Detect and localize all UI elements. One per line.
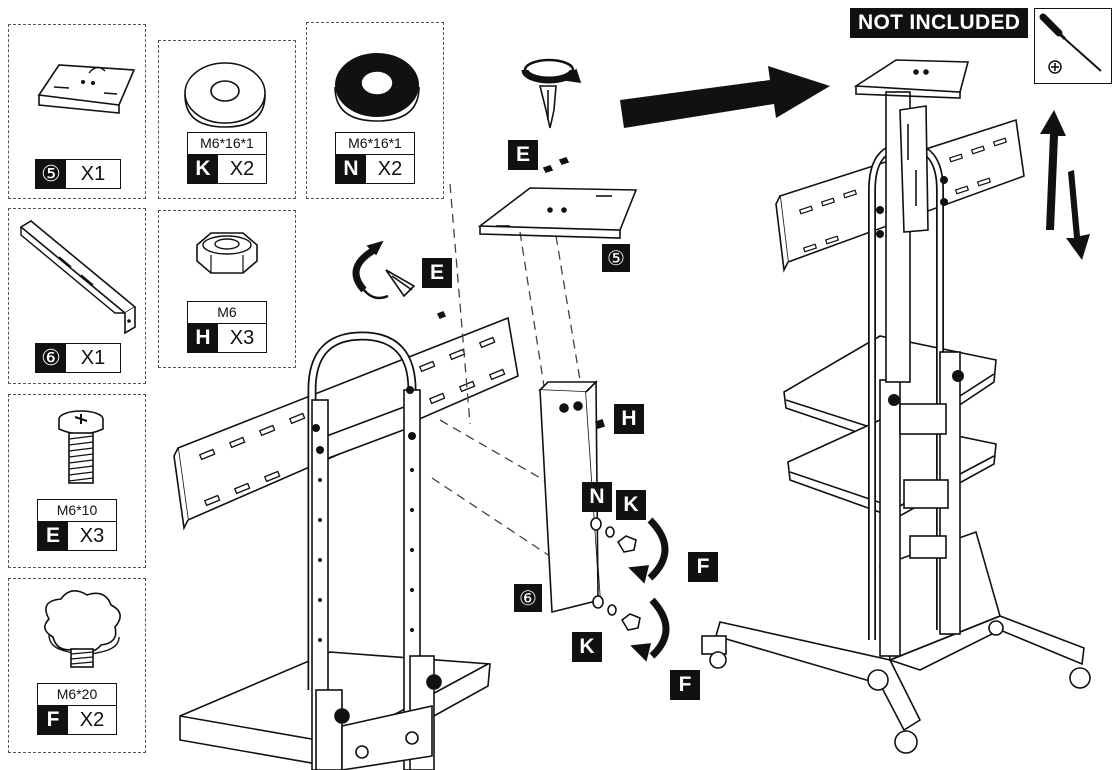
qty-nut-h: X3: [229, 326, 255, 349]
spec-bracket-5: ⑤ X1: [35, 159, 121, 189]
flat-washer-icon: [184, 62, 266, 128]
height-adjust-arrows-icon: [1040, 110, 1090, 260]
spec-label-screw-e: M6*10: [38, 500, 116, 522]
qty-washer-n: X2: [377, 157, 403, 180]
part-box-washer-k: M6*16*1 K X2: [158, 40, 296, 199]
badge-nut-h: H: [188, 324, 218, 352]
part-box-washer-n: M6*16*1 N X2: [306, 22, 444, 199]
part-box-bracket-5: ⑤ X1: [8, 24, 146, 199]
not-included-label: NOT INCLUDED: [850, 8, 1029, 38]
part-box-nut-h: M6 H X3: [158, 210, 296, 368]
callout-f-upper: F: [688, 552, 718, 582]
qty-bracket-6: X1: [80, 346, 106, 369]
badge-washer-n: N: [336, 155, 366, 183]
complete-stand-drawing: [701, 59, 1091, 754]
qty-bracket-5: X1: [80, 162, 106, 185]
screw-icon: [58, 410, 104, 484]
badge-washer-k: K: [188, 155, 218, 183]
callout-bracket-6: ⑥: [514, 584, 542, 612]
screwdriver-top-drawing: [521, 58, 582, 173]
badge-bracket-5: ⑤: [36, 160, 66, 188]
callout-f-lower: F: [670, 670, 700, 700]
part-box-bracket-6: ⑥ X1: [8, 208, 146, 384]
spec-nut-h: M6 H X3: [187, 301, 267, 353]
spec-label-washer-k: M6*16*1: [188, 133, 266, 155]
spec-bracket-6: ⑥ X1: [35, 343, 121, 373]
callout-k-lower: K: [572, 632, 602, 662]
spec-label-nut-h: M6: [188, 302, 266, 324]
callout-e-middle: E: [422, 258, 452, 288]
part-box-screw-e: M6*10 E X3: [8, 394, 146, 568]
part-box-knob-f: M6*20 F X2: [8, 578, 146, 753]
rubber-washer-icon: [334, 53, 420, 122]
spec-washer-n: M6*16*1 N X2: [335, 132, 415, 184]
spec-knob-f: M6*20 F X2: [37, 683, 117, 735]
qty-washer-k: X2: [229, 157, 255, 180]
qty-screw-e: X3: [79, 524, 105, 547]
callout-k-upper: K: [616, 490, 646, 520]
badge-knob-f: F: [38, 706, 68, 734]
callout-plate-5: ⑤: [602, 244, 630, 272]
partial-stand-drawing: [173, 316, 519, 770]
spec-washer-k: M6*16*1 K X2: [187, 132, 267, 184]
callout-e-top: E: [508, 140, 538, 170]
top-plate-5-exploded: [477, 187, 638, 239]
callout-h: H: [614, 404, 644, 434]
hex-nut-icon: [196, 232, 258, 274]
spec-screw-e: M6*10 E X3: [37, 499, 117, 551]
star-knob-icon: [44, 590, 121, 668]
vertical-bracket-icon: [19, 220, 137, 335]
badge-screw-e: E: [38, 522, 68, 550]
qty-knob-f: X2: [79, 708, 105, 731]
big-arrow-right-icon: [620, 66, 830, 128]
callout-n: N: [582, 482, 612, 512]
spec-label-washer-n: M6*16*1: [336, 133, 414, 155]
screwdriver-middle-drawing: [352, 240, 447, 320]
phillips-screwdriver-icon: [1039, 13, 1102, 74]
bracket-6-exploded: [538, 380, 670, 662]
caster-wheels: [701, 620, 1091, 754]
top-plate-icon: [37, 64, 136, 114]
spec-label-knob-f: M6*20: [38, 684, 116, 706]
badge-bracket-6: ⑥: [36, 344, 66, 372]
tool-box: [1034, 8, 1112, 84]
